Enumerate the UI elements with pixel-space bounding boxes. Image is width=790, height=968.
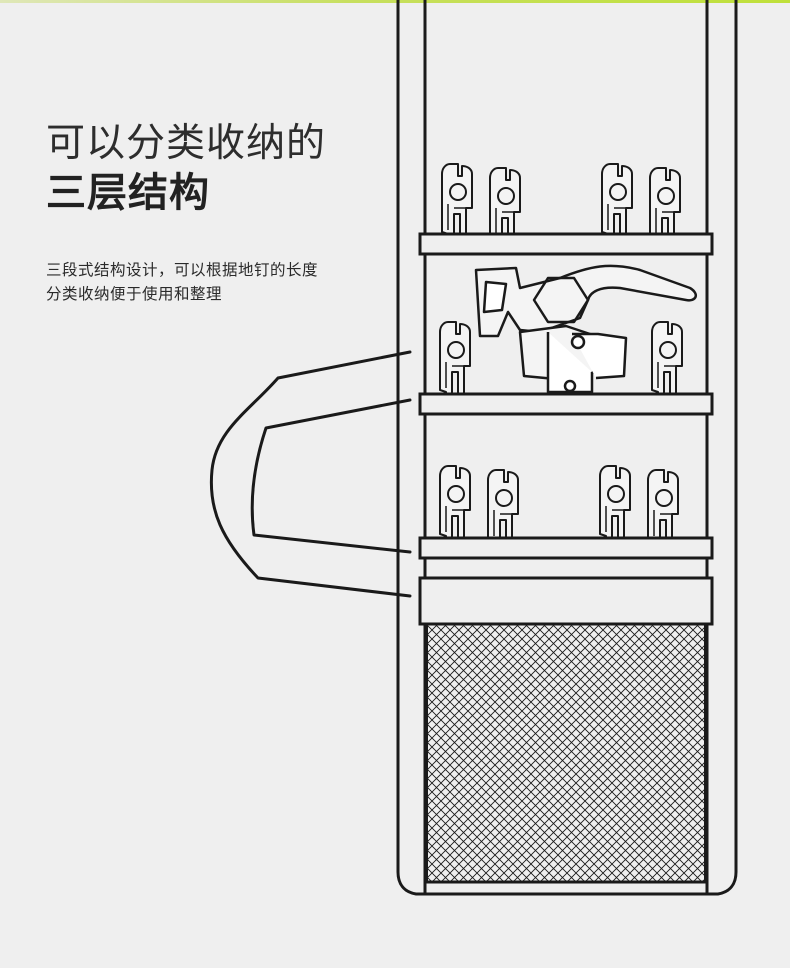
description-line-2: 分类收纳便于使用和整理 — [46, 285, 223, 303]
mesh-pocket-icon — [426, 623, 706, 883]
shelf-strap-3 — [418, 536, 714, 560]
stakes-tier-3 — [439, 465, 679, 546]
stake-icon — [647, 469, 679, 546]
stake-icon — [599, 465, 631, 542]
top-accent-strip — [0, 0, 790, 3]
stake-icon — [439, 465, 471, 542]
shelf-strap-2 — [418, 392, 714, 416]
title-line-2: 三层结构 — [46, 170, 210, 216]
description-line-1: 三段式结构设计，可以根据地钉的长度 — [46, 261, 319, 279]
stake-icon — [489, 167, 521, 244]
stake-icon — [649, 167, 681, 244]
stake-icon — [651, 321, 683, 398]
title-line-1: 可以分类收纳的 — [46, 121, 327, 166]
hammer-icon — [474, 264, 698, 394]
bag-body — [396, 0, 738, 896]
shelf-strap-1 — [418, 232, 714, 256]
handle-icon — [209, 350, 412, 598]
stakes-tier-1 — [441, 163, 681, 244]
stake-icon — [439, 321, 471, 398]
stake-icon — [487, 469, 519, 546]
description: 三段式结构设计，可以根据地钉的长度 分类收纳便于使用和整理 — [46, 258, 326, 306]
stake-icon — [601, 163, 633, 240]
feature-text: 可以分类收纳的 三层结构 三段式结构设计，可以根据地钉的长度 分类收纳便于使用和… — [46, 120, 326, 306]
stake-icon — [441, 163, 473, 240]
bottom-band — [418, 576, 714, 626]
